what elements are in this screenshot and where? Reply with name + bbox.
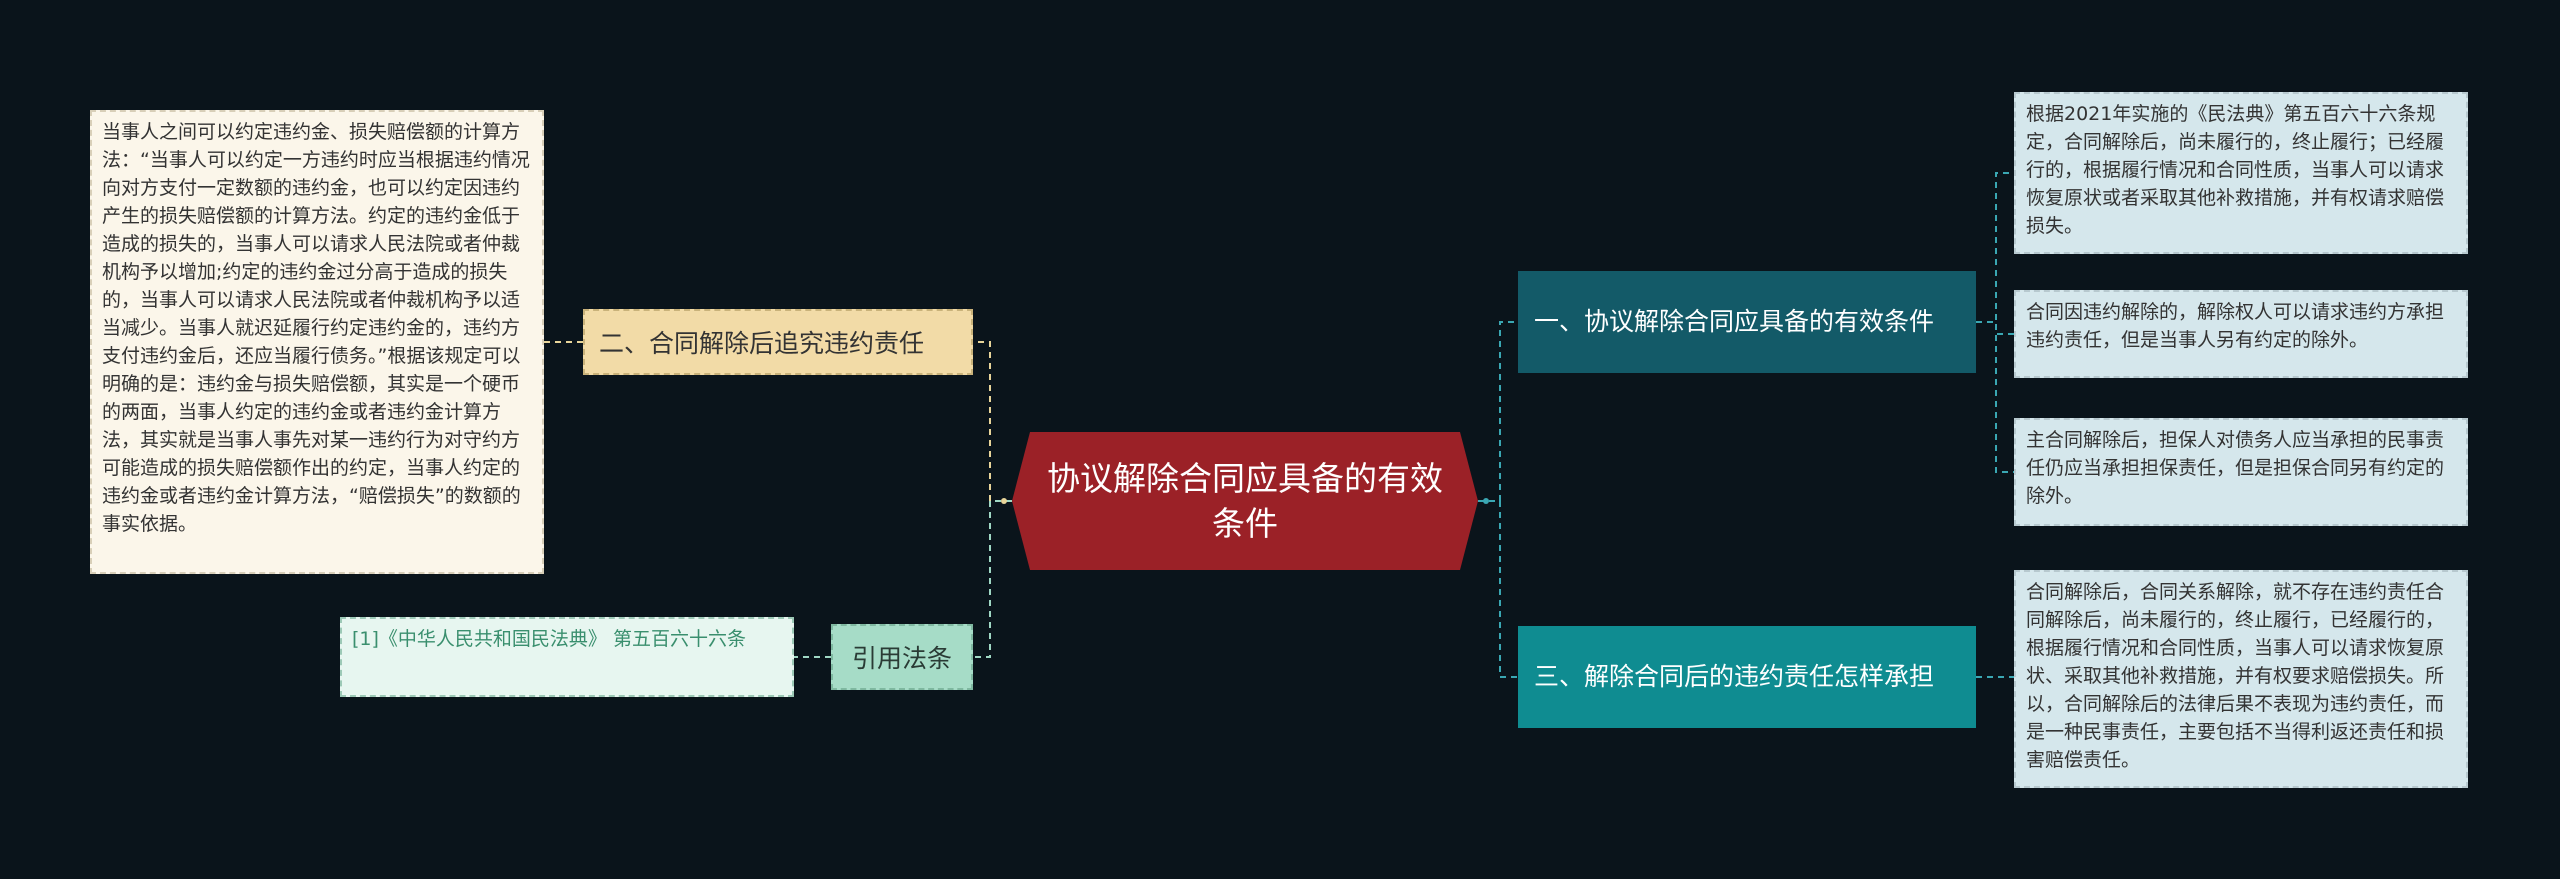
- branch-breach-liability[interactable]: 二、合同解除后追究违约责任: [583, 309, 973, 375]
- branch-label: 二、合同解除后追究违约责任: [599, 329, 925, 358]
- branch-label: 一、协议解除合同应具备的有效条件: [1534, 307, 1935, 336]
- leaf-guarantor-liability[interactable]: 主合同解除后，担保人对债务人应当承担的民事责任仍应当承担担保责任，但是担保合同另…: [2014, 418, 2468, 526]
- branch-label: 三、解除合同后的违约责任怎样承担: [1534, 662, 1935, 691]
- leaf-liquidated-damages[interactable]: 当事人之间可以约定违约金、损失赔偿额的计算方法：“当事人可以约定一方违约时应当根…: [90, 110, 544, 574]
- link-center-b2: [973, 341, 1012, 502]
- central-topic-label: 协议解除合同应具备的有效条件: [1047, 459, 1443, 543]
- leaf-text: 当事人之间可以约定违约金、损失赔偿额的计算方法：“当事人可以约定一方违约时应当根…: [102, 121, 530, 535]
- leaf-text: 根据2021年实施的《民法典》第五百六十六条规定，合同解除后，尚未履行的，终止履…: [2026, 103, 2445, 237]
- leaf-text: 主合同解除后，担保人对债务人应当承担的民事责任仍应当承担担保责任，但是担保合同另…: [2026, 429, 2445, 507]
- branch-how-to-bear-liability[interactable]: 三、解除合同后的违约责任怎样承担: [1518, 626, 1976, 728]
- link-center-b3: [1478, 500, 1518, 678]
- link-center-b4: [973, 500, 1012, 658]
- leaf-text: 合同解除后，合同关系解除，就不存在违约责任合同解除后，尚未履行的，终止履行，已经…: [2026, 581, 2445, 771]
- link-b1-l2: [1976, 321, 2014, 335]
- leaf-text: 合同因违约解除的，解除权人可以请求违约方承担违约责任，但是当事人另有约定的除外。: [2026, 301, 2445, 351]
- leaf-text: [1]《中华人民共和国民法典》 第五百六十六条: [352, 628, 746, 650]
- branch-label: 引用法条: [851, 644, 952, 673]
- dot-center-right: [1483, 498, 1489, 504]
- link-b1-l1: [1976, 172, 2014, 323]
- leaf-legal-consequence[interactable]: 合同解除后，合同关系解除，就不存在违约责任合同解除后，尚未履行的，终止履行，已经…: [2014, 570, 2468, 788]
- link-b1-l3: [1976, 321, 2014, 473]
- link-center-b1: [1478, 321, 1518, 502]
- dot-center-left: [1001, 498, 1007, 504]
- leaf-citation[interactable]: [1]《中华人民共和国民法典》 第五百六十六条: [340, 617, 794, 697]
- branch-cited-law[interactable]: 引用法条: [831, 624, 973, 690]
- leaf-breach-termination[interactable]: 合同因违约解除的，解除权人可以请求违约方承担违约责任，但是当事人另有约定的除外。: [2014, 290, 2468, 378]
- leaf-civil-code-566[interactable]: 根据2021年实施的《民法典》第五百六十六条规定，合同解除后，尚未履行的，终止履…: [2014, 92, 2468, 254]
- branch-effective-conditions[interactable]: 一、协议解除合同应具备的有效条件: [1518, 271, 1976, 373]
- central-topic[interactable]: 协议解除合同应具备的有效条件: [1012, 432, 1478, 570]
